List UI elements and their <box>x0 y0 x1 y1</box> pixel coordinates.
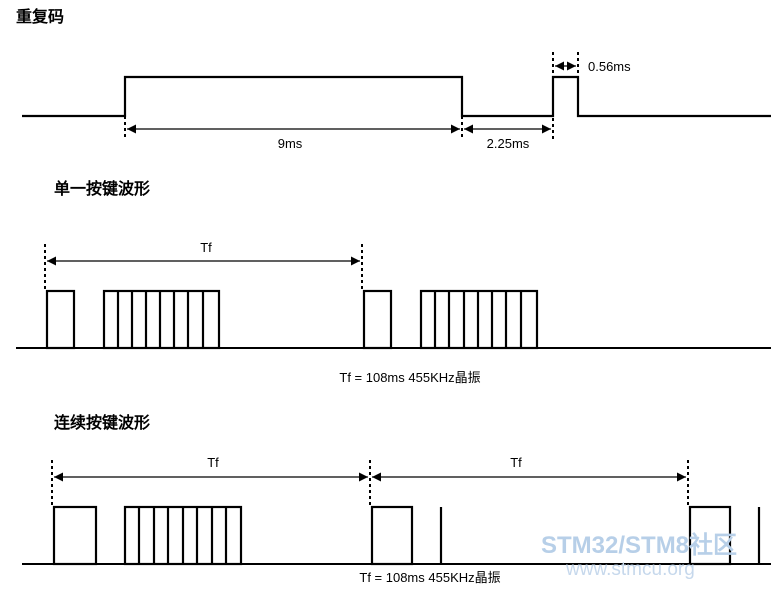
continuous-tf1-label: Tf <box>207 455 219 470</box>
label-056ms: 0.56ms <box>588 59 631 74</box>
single-tf-label: Tf <box>200 240 212 255</box>
label-225ms: 2.25ms <box>487 136 530 151</box>
continuous-tf2-label: Tf <box>510 455 522 470</box>
continuous-key-caption: Tf = 108ms 455KHz晶振 <box>359 570 500 585</box>
continuous-key-title: 连续按键波形 <box>54 413 150 432</box>
watermark-logo-text: STM32/STM8社区 <box>541 531 737 559</box>
repeat-code-waveform <box>22 75 771 118</box>
repeat-code-title: 重复码 <box>16 7 64 26</box>
watermark-url: www.stmcu.org <box>565 559 695 580</box>
single-key-caption: Tf = 108ms 455KHz晶振 <box>339 370 480 385</box>
single-key-waveform <box>45 289 539 350</box>
single-key-title: 单一按键波形 <box>54 179 150 198</box>
label-9ms: 9ms <box>278 136 303 151</box>
continuous-key-waveform <box>52 505 761 566</box>
